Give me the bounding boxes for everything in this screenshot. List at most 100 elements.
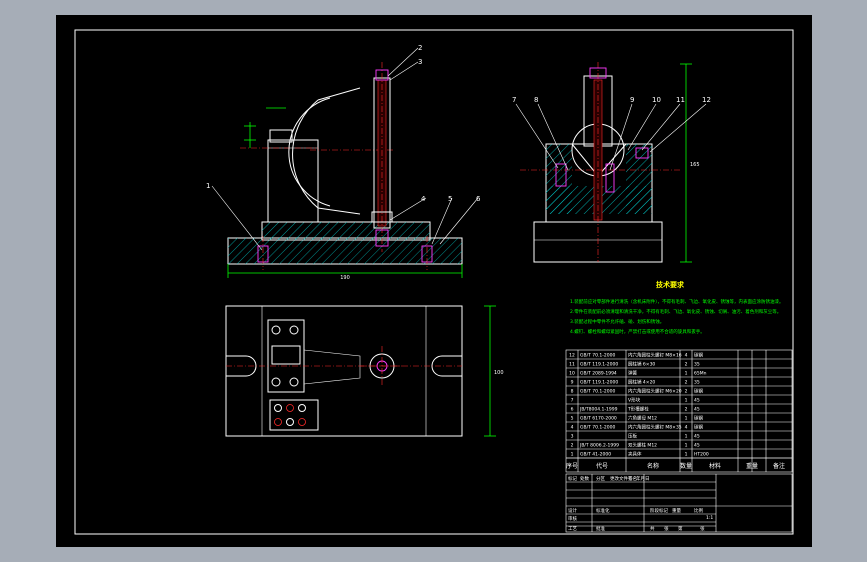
bom-cell-mat: 35 bbox=[694, 380, 700, 386]
side-height-dim: 165 bbox=[690, 162, 700, 168]
title-block-cell: 年月日 bbox=[636, 475, 650, 482]
balloon-1: 1 bbox=[206, 182, 210, 190]
bom-cell-code: GB/T 119.1-2000 bbox=[580, 362, 618, 368]
bom-header-note: 备注 bbox=[773, 462, 785, 470]
note-line-1: 1.装配前应对零部件进行清洗（含机床附件），不得有毛刺、飞边、氧化皮、锈蚀等，内… bbox=[570, 298, 784, 305]
title-block-cell: 比例 bbox=[694, 507, 703, 514]
title-block-cell: 工艺 bbox=[568, 526, 577, 532]
balloon-5: 5 bbox=[448, 195, 452, 203]
bom-cell-mat: HT200 bbox=[694, 452, 709, 458]
bom-cell-code: GB/T 70.1-2000 bbox=[580, 389, 616, 395]
bom-cell-mat: 碳钢 bbox=[694, 415, 703, 422]
front-view: 190 bbox=[211, 47, 479, 281]
title-block-cell: 处数 bbox=[580, 475, 589, 482]
title-block-cell: 重量 bbox=[672, 507, 681, 514]
bom-cell-name: 六角螺母 M12 bbox=[628, 415, 657, 422]
bom-cell-qty: 4 bbox=[685, 353, 688, 359]
bom-cell-no: 1 bbox=[571, 452, 574, 458]
bom-cell-qty: 1 bbox=[685, 452, 688, 458]
bom-cell-name: 圆柱销 6×30 bbox=[628, 361, 655, 368]
bom-cell-mat: 碳钢 bbox=[694, 352, 703, 359]
bom-cell-name: 内六角圆柱头螺钉 M8×16 bbox=[628, 352, 682, 359]
balloon-2: 2 bbox=[418, 44, 422, 52]
title-block-cell: 阶段标记 bbox=[650, 507, 668, 514]
bom-header-name: 名称 bbox=[647, 462, 659, 470]
bom-cell-mat: 碳钢 bbox=[694, 388, 703, 395]
bom-cell-no: 11 bbox=[569, 362, 575, 368]
title-block-cell: 张 bbox=[664, 525, 669, 532]
bom-cell-name: 夹具体 bbox=[628, 451, 642, 458]
bom-cell-code: GB/T 41-2000 bbox=[580, 452, 611, 458]
bom-cell-no: 10 bbox=[569, 371, 575, 377]
bom-cell-mat: 35 bbox=[694, 362, 700, 368]
plan-height-dim: 100 bbox=[494, 370, 504, 376]
balloon-6: 6 bbox=[476, 195, 481, 203]
balloon-11: 11 bbox=[676, 96, 685, 104]
note-line-3: 3.装配过程中零件不允许磕、碰、划伤和锈蚀。 bbox=[570, 318, 664, 325]
bom-cell-no: 9 bbox=[571, 380, 574, 386]
balloon-9: 9 bbox=[630, 96, 634, 104]
balloon-4: 4 bbox=[421, 195, 426, 203]
bom-cell-mat: 65Mn bbox=[694, 371, 707, 377]
bom-cell-no: 5 bbox=[571, 416, 574, 422]
bom-cell-code: GB/T 70.1-2000 bbox=[580, 425, 616, 431]
title-block-cell: 分区 bbox=[596, 475, 605, 482]
drawing-frame bbox=[74, 29, 794, 535]
bom-header-code: 代号 bbox=[596, 462, 608, 470]
bom-header-qty: 数量 bbox=[680, 462, 692, 470]
bom-cell-name: V形块 bbox=[628, 397, 641, 404]
bom-cell-no: 8 bbox=[571, 389, 574, 395]
bom-cell-mat: 45 bbox=[694, 398, 700, 404]
bom-cell-code: GB/T 6170-2000 bbox=[580, 416, 617, 422]
technical-notes: 技术要求 1.装配前应对零部件进行清洗（含机床附件），不得有毛刺、飞边、氧化皮、… bbox=[570, 280, 784, 335]
bom-cell-name: 圆柱销 4×20 bbox=[628, 379, 655, 386]
title-block-cell: 审核 bbox=[568, 515, 577, 522]
bom-cell-code: JB/T 8006.2-1999 bbox=[579, 443, 619, 449]
bom-cell-qty: 1 bbox=[685, 434, 688, 440]
bom-cell-no: 3 bbox=[571, 434, 574, 440]
title-block-cell: 签名 bbox=[628, 475, 637, 482]
bom-cell-code: GB/T 70.1-2000 bbox=[580, 353, 616, 359]
bom-cell-name: 弹簧 bbox=[628, 370, 637, 377]
title-block-cell: 标准化 bbox=[596, 507, 610, 514]
bom-cell-qty: 2 bbox=[685, 407, 688, 413]
bom-header-mat: 材料 bbox=[709, 462, 721, 470]
side-view: 165 bbox=[515, 62, 707, 263]
bom-cell-mat: 45 bbox=[694, 407, 700, 413]
balloon-3: 3 bbox=[418, 58, 422, 66]
title-block: 标记处数分区更改文件号签名年月日设计标准化审核工艺批准阶段标记重量比例共张第张 … bbox=[565, 473, 793, 533]
bom-cell-name: 内六角圆柱头螺钉 M6×20 bbox=[628, 388, 682, 395]
bom-cell-name: 双头螺柱 M12 bbox=[628, 442, 657, 449]
balloon-12: 12 bbox=[702, 96, 711, 104]
front-width-dim: 190 bbox=[340, 275, 350, 281]
bom-cell-qty: 2 bbox=[685, 389, 688, 395]
bom-cell-mat: 45 bbox=[694, 434, 700, 440]
bom-cell-no: 6 bbox=[571, 407, 574, 413]
drawing-canvas bbox=[56, 15, 812, 547]
bom-cell-code: GB/T 119.1-2000 bbox=[580, 380, 618, 386]
note-line-4: 4.螺钉、螺栓和螺母紧固时，严禁打击或使用不合适的旋具和扳手。 bbox=[570, 328, 705, 335]
bom-cell-qty: 1 bbox=[685, 416, 688, 422]
title-block-cell: 设计 bbox=[568, 507, 577, 514]
bom-cell-qty: 4 bbox=[685, 425, 688, 431]
bom-cell-no: 4 bbox=[571, 425, 574, 431]
title-block-cell: 批准 bbox=[596, 525, 605, 532]
bom-cell-no: 7 bbox=[571, 398, 574, 404]
bom-cell-code: GB/T 2089-1994 bbox=[580, 371, 617, 377]
bom-cell-name: T形槽螺栓 bbox=[627, 406, 649, 413]
note-line-2: 2.零件在装配前必须清理和清洗干净，不得有毛刺、飞边、氧化皮、锈蚀、切屑、油污、… bbox=[570, 308, 781, 315]
bom-cell-name: 内六角圆柱头螺钉 M8×35 bbox=[628, 424, 682, 431]
bom-cell-mat: 45 bbox=[694, 443, 700, 449]
balloon-8: 8 bbox=[534, 96, 538, 104]
title-block-cell: 更改文件号 bbox=[610, 475, 633, 482]
bom-cell-no: 2 bbox=[571, 443, 574, 449]
bom-cell-name: 压板 bbox=[628, 433, 637, 440]
plan-view: 100 bbox=[225, 305, 504, 437]
bom-cell-no: 12 bbox=[569, 353, 575, 359]
title-block-cell: 标记 bbox=[568, 475, 577, 482]
bom-cell-qty: 1 bbox=[685, 398, 688, 404]
bom-cell-qty: 2 bbox=[685, 380, 688, 386]
bom-cell-qty: 2 bbox=[685, 362, 688, 368]
